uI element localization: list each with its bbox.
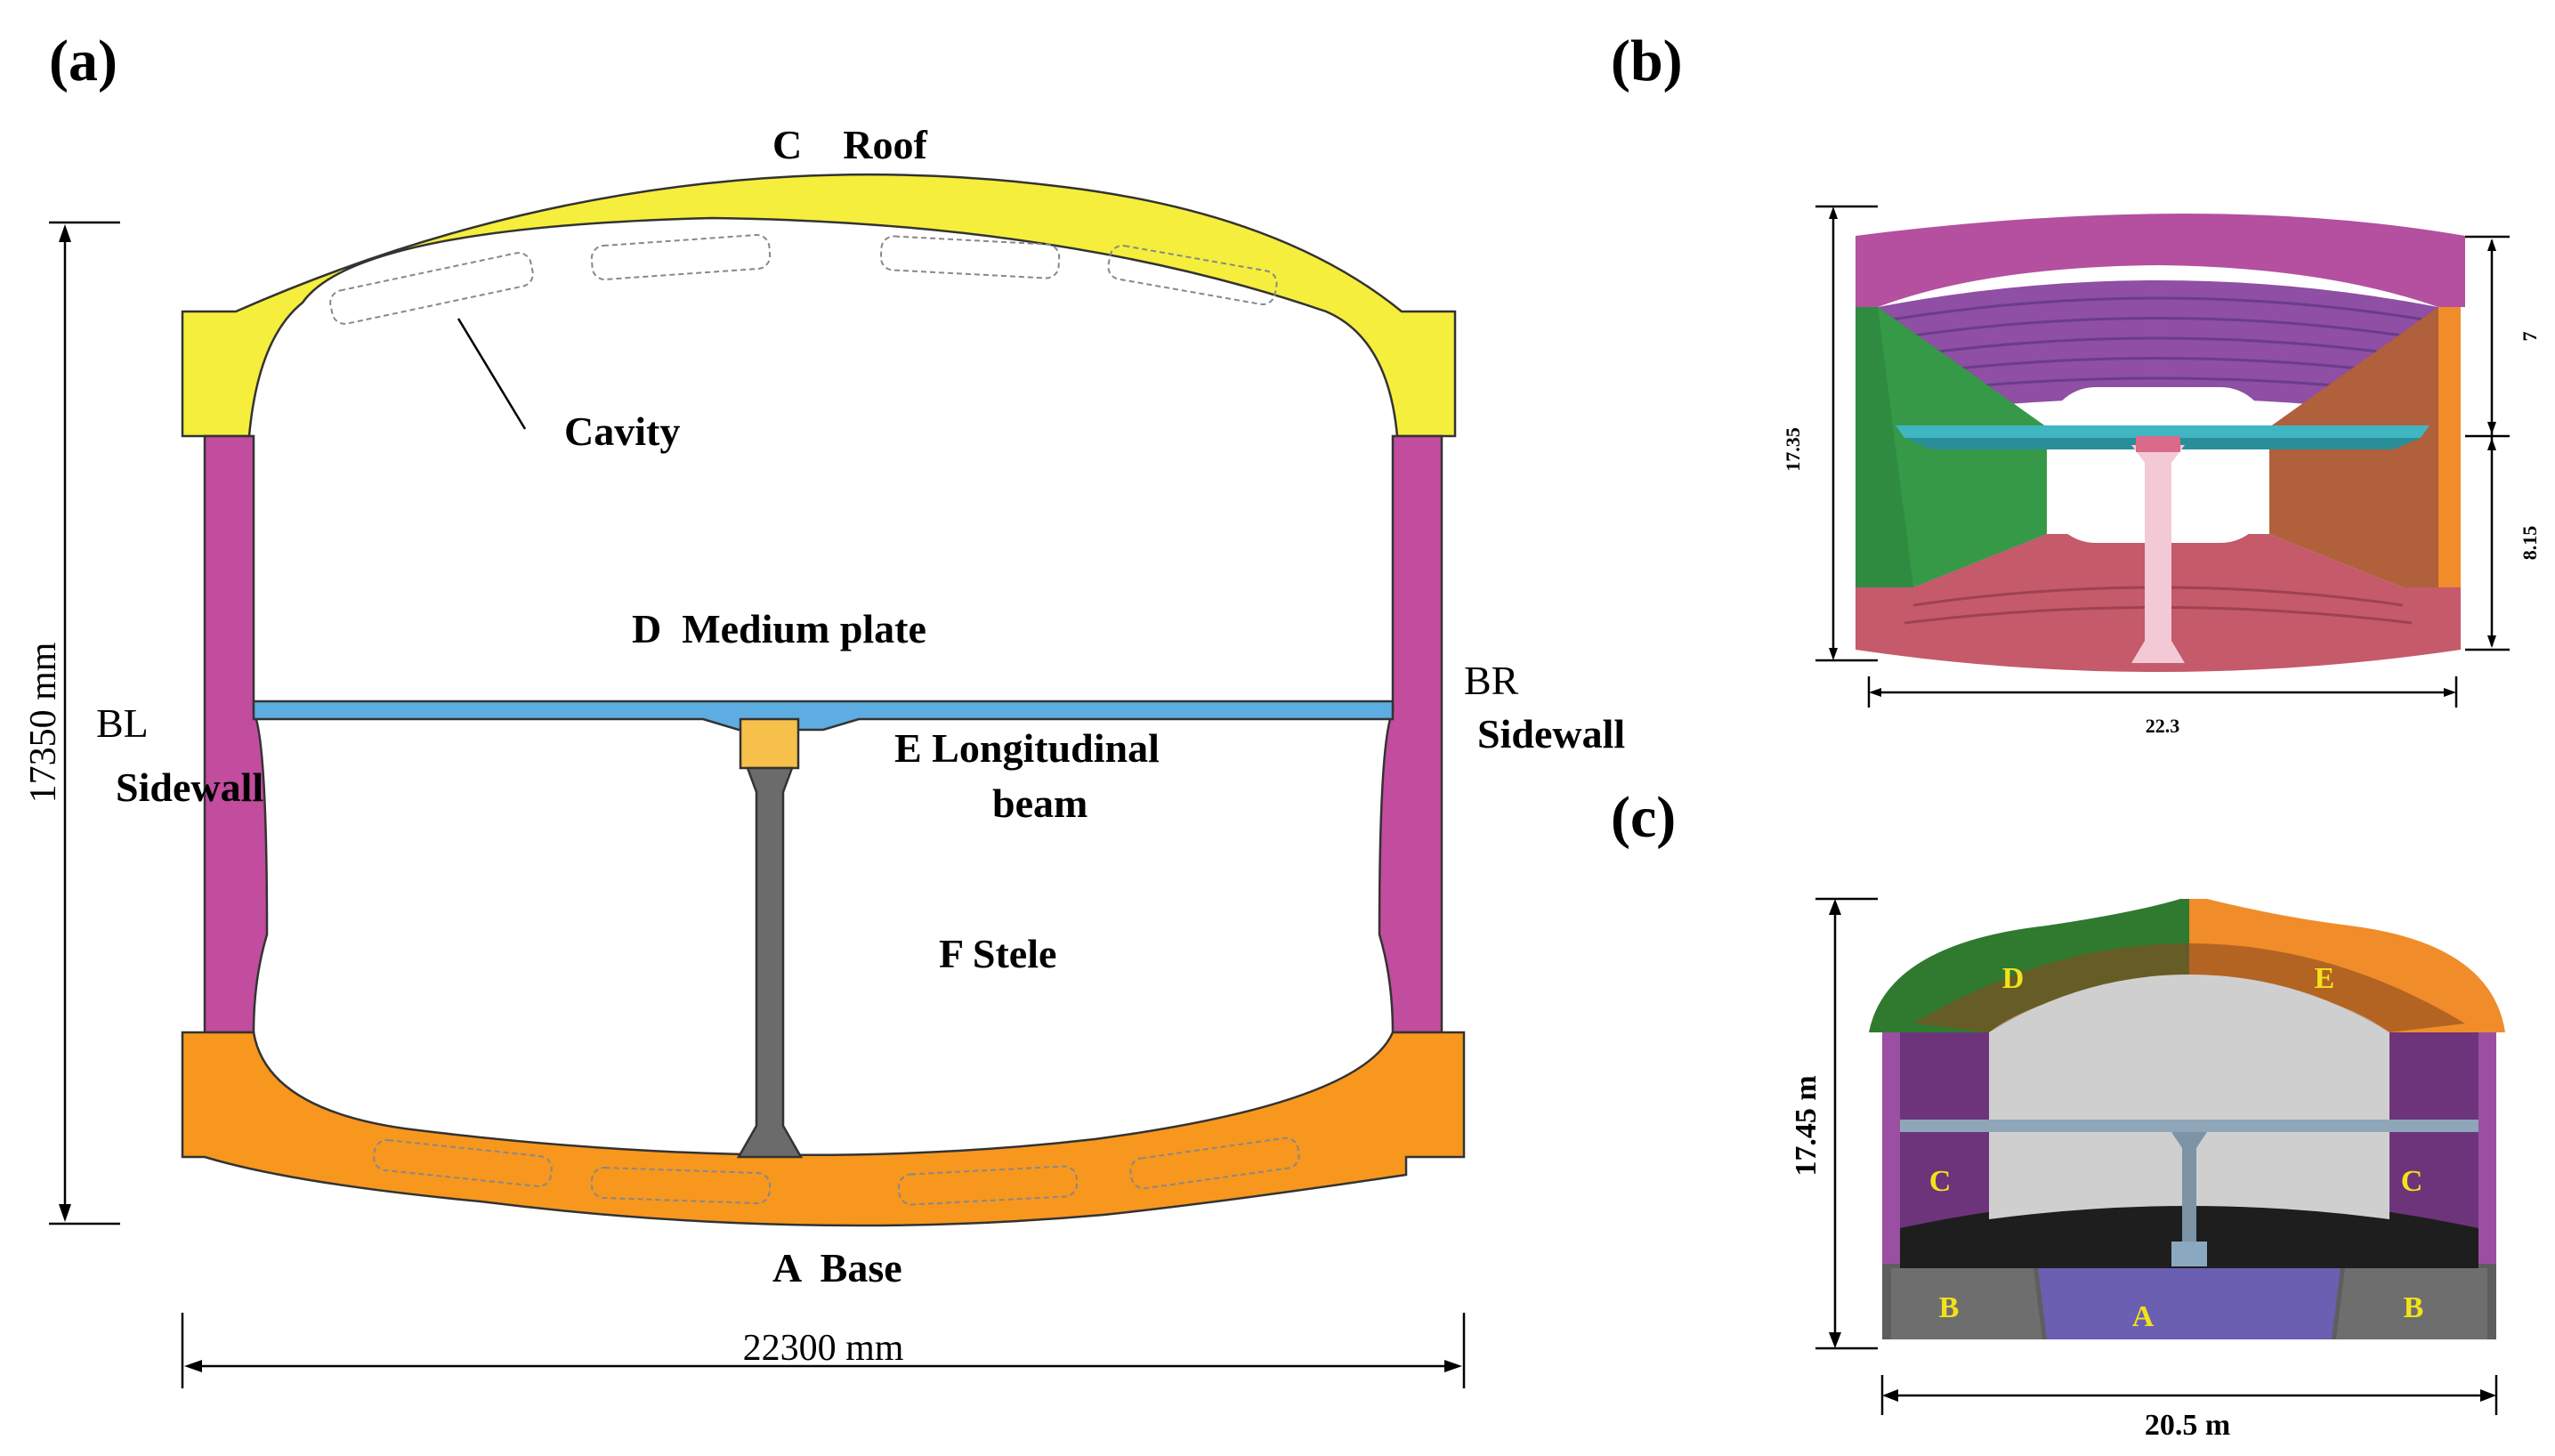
height-dim-label: 17350 mm (23, 642, 64, 803)
segment-b-right-label: B (2404, 1291, 2424, 1324)
right-sidewall (1378, 434, 1443, 1034)
left-sidewall (203, 434, 269, 1034)
height-c: 17.45 m (1790, 1075, 1823, 1176)
panel-c-label: (c) (1611, 785, 1676, 850)
segment-c-left-label: C (1929, 1165, 1952, 1198)
bl-sidewall-label: Sidewall (116, 764, 263, 810)
height-lower-b: 8.15 (2519, 526, 2541, 561)
medium-plate-label: D Medium plate (632, 606, 926, 651)
br-label: BR (1464, 658, 1519, 703)
longitudinal-beam (739, 717, 800, 770)
base-segment (181, 1031, 1466, 1227)
panel-a-label: (a) (49, 28, 117, 93)
segment-labels-c: A B B C C D E (1929, 962, 2424, 1333)
panel-b-label: (b) (1611, 28, 1683, 93)
base-label: A Base (772, 1245, 902, 1290)
tunnel-segments-c (1869, 899, 2505, 1339)
medium-plate (252, 700, 1395, 732)
stele-label: F Stele (939, 931, 1056, 976)
segment-b-left-label: B (1939, 1291, 1960, 1324)
width-c: 20.5 m (2145, 1409, 2230, 1442)
cavity-leader-line (457, 318, 527, 430)
segment-c-right-label: C (2401, 1165, 2423, 1198)
height-total-b: 17.35 (1782, 427, 1804, 472)
roof-cavities (329, 234, 1278, 325)
base-cavities (373, 1136, 1300, 1206)
stele-column (736, 766, 804, 1159)
segment-d-label: D (2002, 962, 2025, 995)
width-b: 22.3 (2146, 715, 2180, 737)
roof-label: C Roof (772, 122, 927, 167)
dimensions-c: 17.45 m 20.5 m (1790, 897, 2498, 1442)
bl-label: BL (96, 700, 149, 746)
roof-segment (181, 173, 1457, 438)
longitudinal-beam-label-2: beam (992, 781, 1087, 826)
dimensions-b: 17.35 7 8.15 22.3 (1782, 205, 2541, 737)
cavity-label: Cavity (564, 408, 680, 454)
width-dimension-a: 22300 mm (181, 1313, 1466, 1388)
segment-e-label: E (2315, 962, 2335, 995)
segment-a-label: A (2132, 1300, 2155, 1333)
longitudinal-beam-label: E Longitudinal (894, 725, 1160, 771)
width-dim-label: 22300 mm (743, 1328, 904, 1369)
br-sidewall-label: Sidewall (1477, 711, 1625, 756)
tunnel-3d-view-b (1856, 214, 2465, 672)
height-upper-b: 7 (2519, 332, 2541, 342)
height-dimension-a: 17350 mm (23, 221, 120, 1225)
